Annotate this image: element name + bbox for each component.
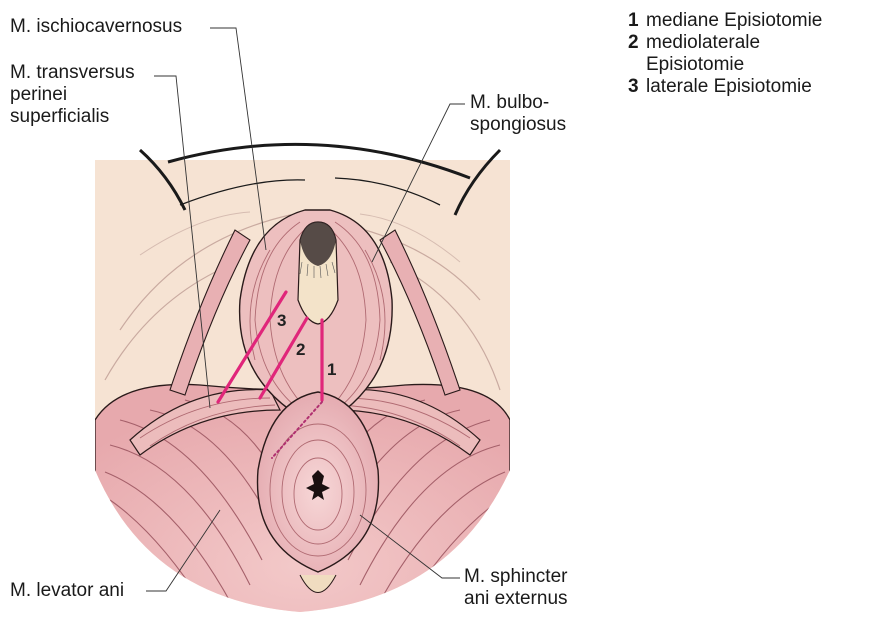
legend-number: 1 [628, 10, 646, 32]
cut-number-1: 1 [327, 360, 336, 379]
label-transversus-perinei: M. transversus perinei superficialis [10, 62, 135, 128]
cut-number-3: 3 [277, 311, 286, 330]
label-ischiocavernosus: M. ischiocavernosus [10, 16, 182, 38]
label-bulbospongiosus: M. bulbo- spongiosus [470, 92, 566, 136]
legend-item-2: 2 mediolaterale Episiotomie [628, 32, 822, 76]
legend-item-1: 1 mediane Episiotomie [628, 10, 822, 32]
legend-text: mediane Episiotomie [646, 10, 822, 32]
cut-number-2: 2 [296, 340, 305, 359]
label-levator-ani: M. levator ani [10, 580, 124, 602]
legend-text: mediolaterale Episiotomie [646, 32, 760, 76]
label-sphincter-ani: M. sphincter ani externus [464, 566, 568, 610]
legend-number: 2 [628, 32, 646, 76]
legend-number: 3 [628, 76, 646, 98]
legend-item-3: 3 laterale Episiotomie [628, 76, 822, 98]
incision-legend: 1 mediane Episiotomie 2 mediolaterale Ep… [628, 10, 822, 98]
legend-text: laterale Episiotomie [646, 76, 812, 98]
